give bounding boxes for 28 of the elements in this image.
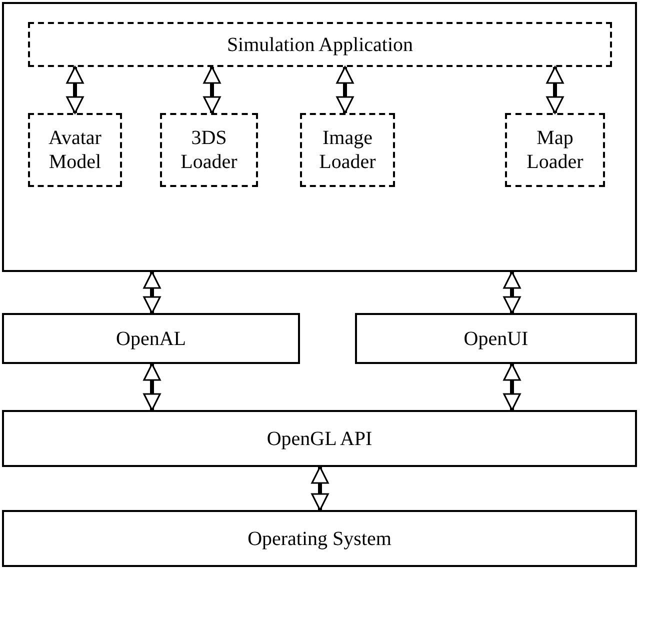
box-label: Image Loader bbox=[318, 126, 377, 174]
box-label: 3DS Loader bbox=[180, 126, 238, 174]
double-arrow bbox=[203, 66, 221, 114]
double-arrow bbox=[311, 466, 329, 511]
box-label: OpenGL API bbox=[266, 426, 372, 450]
layer-box bbox=[2, 510, 637, 567]
double-arrow bbox=[546, 66, 564, 114]
box-label: OpenAL bbox=[116, 326, 186, 350]
component-box bbox=[160, 113, 258, 187]
box-label: Avatar Model bbox=[48, 126, 102, 174]
component-box bbox=[300, 113, 395, 187]
double-arrow bbox=[143, 363, 161, 411]
double-arrow bbox=[336, 66, 354, 114]
box-label: Simulation Application bbox=[226, 32, 414, 56]
double-arrow bbox=[503, 363, 521, 411]
double-arrow bbox=[66, 66, 84, 114]
box-label: OpenUI bbox=[464, 326, 528, 350]
double-arrow bbox=[143, 271, 161, 314]
box-label: Operating System bbox=[248, 526, 392, 550]
box-label: Map Loader bbox=[526, 126, 584, 174]
component-box bbox=[28, 113, 122, 187]
component-box bbox=[28, 22, 612, 67]
double-arrow bbox=[503, 271, 521, 314]
container-box bbox=[2, 2, 637, 272]
layer-box bbox=[2, 410, 637, 467]
component-box bbox=[505, 113, 605, 187]
layer-box bbox=[2, 313, 300, 364]
layer-box bbox=[355, 313, 637, 364]
